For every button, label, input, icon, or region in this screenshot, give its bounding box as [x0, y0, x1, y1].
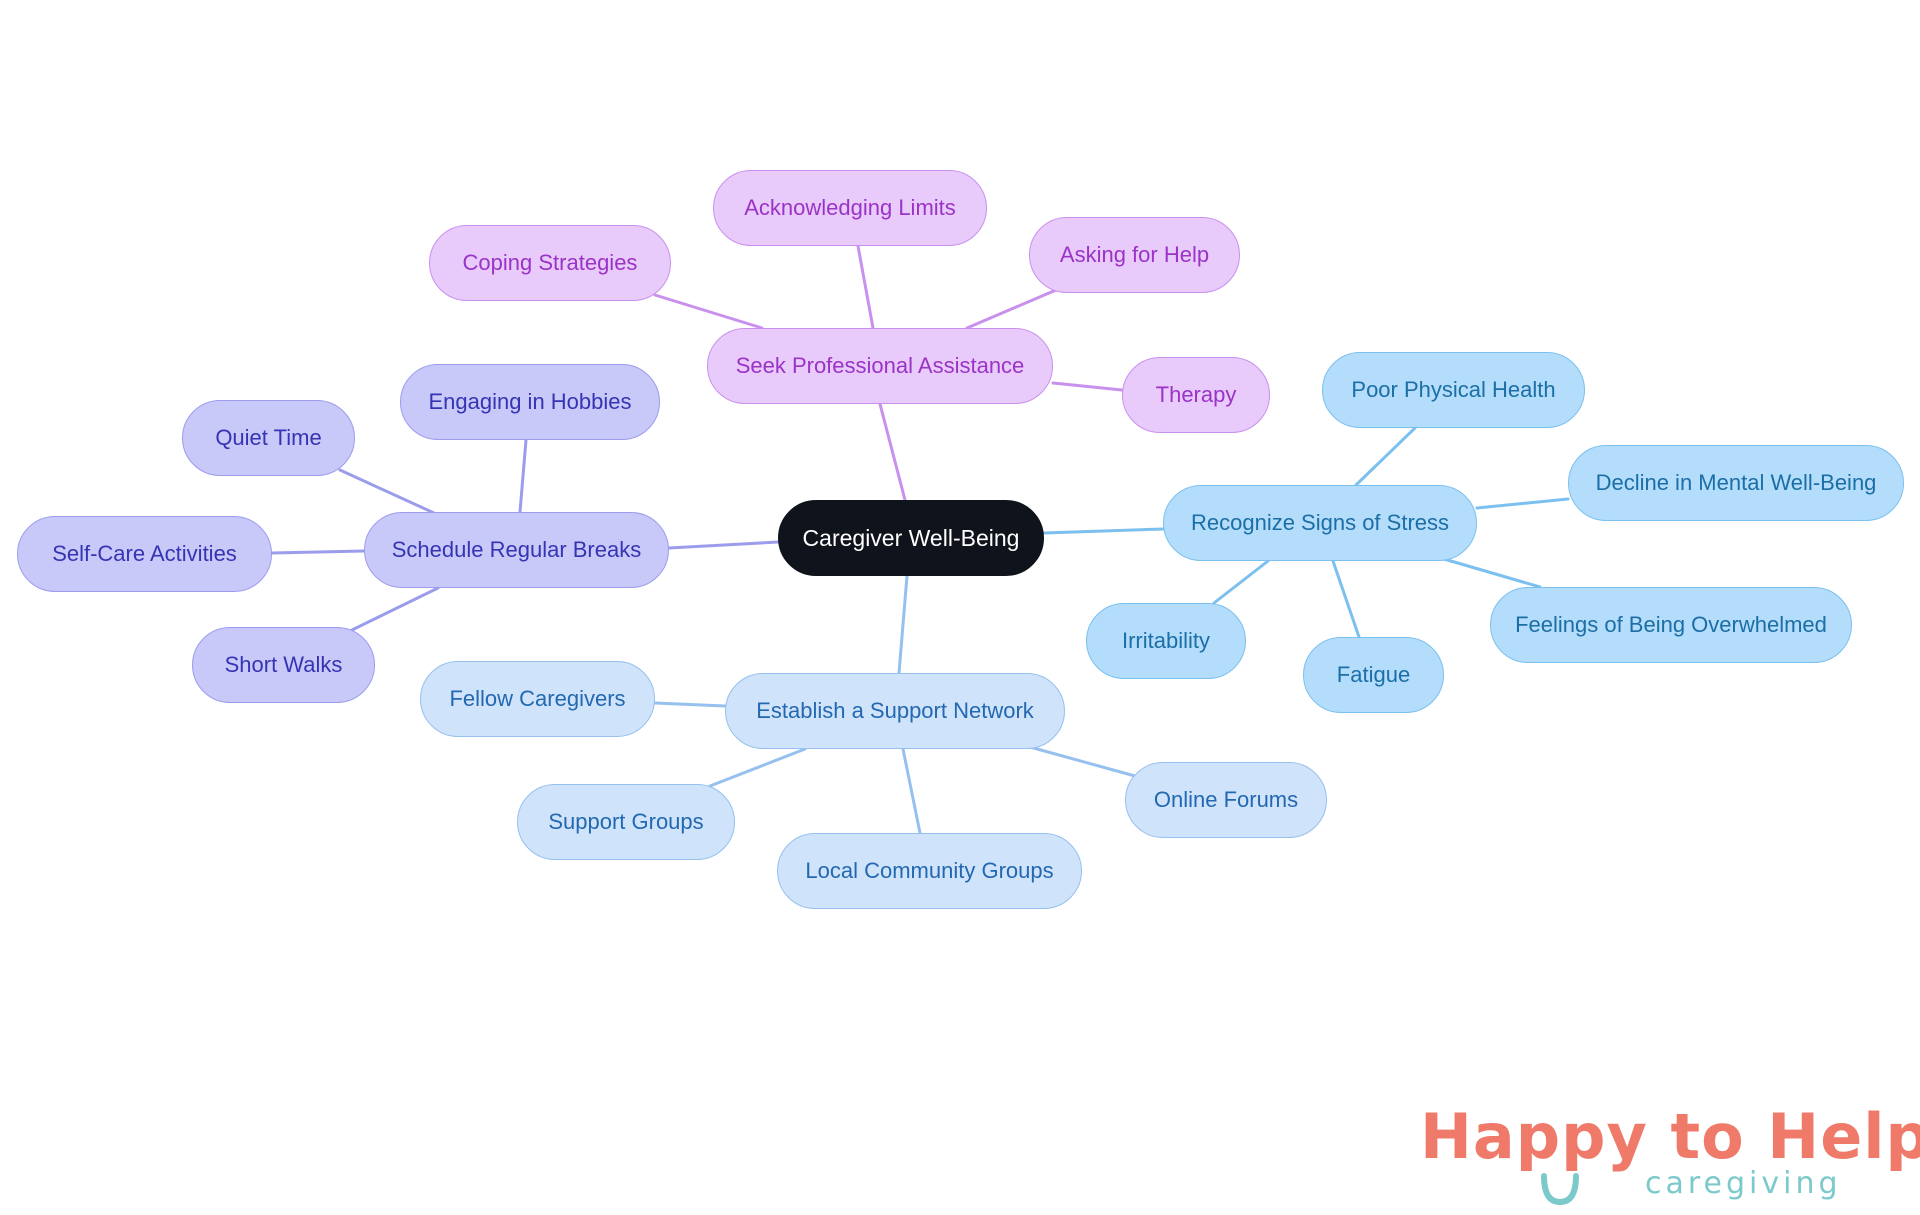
- connector-line: [518, 438, 528, 514]
- connector-line: [667, 540, 780, 550]
- node-quiet-time[interactable]: Quiet Time: [182, 400, 355, 476]
- node-online-forums[interactable]: Online Forums: [1125, 762, 1327, 838]
- node-feelings-of-being-overwhelmed[interactable]: Feelings of Being Overwhelmed: [1490, 587, 1852, 663]
- node-self-care-activities[interactable]: Self-Care Activities: [17, 516, 272, 592]
- node-short-walks[interactable]: Short Walks: [192, 627, 375, 703]
- node-engaging-in-hobbies[interactable]: Engaging in Hobbies: [400, 364, 660, 440]
- connector-line: [1331, 559, 1361, 639]
- connector-line: [1442, 557, 1542, 589]
- connector-line: [270, 549, 366, 555]
- connector-line: [708, 747, 807, 788]
- connector-line: [901, 747, 922, 835]
- branch-recognize-signs-of-stress[interactable]: Recognize Signs of Stress: [1163, 485, 1477, 561]
- connector-line: [1212, 559, 1270, 605]
- connector-line: [350, 586, 440, 632]
- node-local-community-groups[interactable]: Local Community Groups: [777, 833, 1082, 909]
- smile-icon: [1541, 1173, 1579, 1206]
- logo-subtitle: caregiving: [1645, 1166, 1842, 1201]
- logo-title: Happy to Help: [1420, 1100, 1920, 1173]
- connector-line: [653, 701, 727, 708]
- connector-line: [1475, 497, 1570, 510]
- connector-line: [965, 288, 1058, 330]
- node-fellow-caregivers[interactable]: Fellow Caregivers: [420, 661, 655, 737]
- connector-line: [878, 402, 907, 502]
- node-irritability[interactable]: Irritability: [1086, 603, 1246, 679]
- connector-line: [653, 293, 764, 330]
- node-poor-physical-health[interactable]: Poor Physical Health: [1322, 352, 1585, 428]
- happy-to-help-logo: Happy to Help caregiving: [1415, 1100, 1920, 1210]
- connector-line: [338, 468, 436, 515]
- branch-seek-professional-assistance[interactable]: Seek Professional Assistance: [707, 328, 1053, 404]
- connector-line: [1042, 527, 1165, 535]
- node-support-groups[interactable]: Support Groups: [517, 784, 735, 860]
- node-asking-for-help[interactable]: Asking for Help: [1029, 217, 1240, 293]
- connector-line: [1028, 745, 1137, 778]
- root-node[interactable]: Caregiver Well-Being: [778, 500, 1044, 576]
- connector-line: [856, 244, 875, 330]
- branch-establish-a-support-network[interactable]: Establish a Support Network: [725, 673, 1065, 749]
- connector-line: [1354, 426, 1417, 487]
- node-therapy[interactable]: Therapy: [1122, 357, 1270, 433]
- node-decline-in-mental-well-being[interactable]: Decline in Mental Well-Being: [1568, 445, 1904, 521]
- connector-line: [1051, 381, 1124, 392]
- branch-schedule-regular-breaks[interactable]: Schedule Regular Breaks: [364, 512, 669, 588]
- node-fatigue[interactable]: Fatigue: [1303, 637, 1444, 713]
- node-coping-strategies[interactable]: Coping Strategies: [429, 225, 671, 301]
- connector-line: [897, 574, 909, 675]
- node-acknowledging-limits[interactable]: Acknowledging Limits: [713, 170, 987, 246]
